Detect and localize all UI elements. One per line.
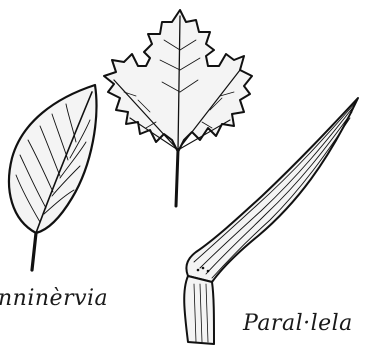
ovate-leaf-icon (9, 85, 96, 270)
grass-leaf-icon (184, 98, 358, 344)
maple-leaf-icon (104, 10, 252, 206)
pinninervia-label: nninèrvia (0, 286, 108, 311)
parallela-label: Paral·lela (243, 311, 353, 336)
